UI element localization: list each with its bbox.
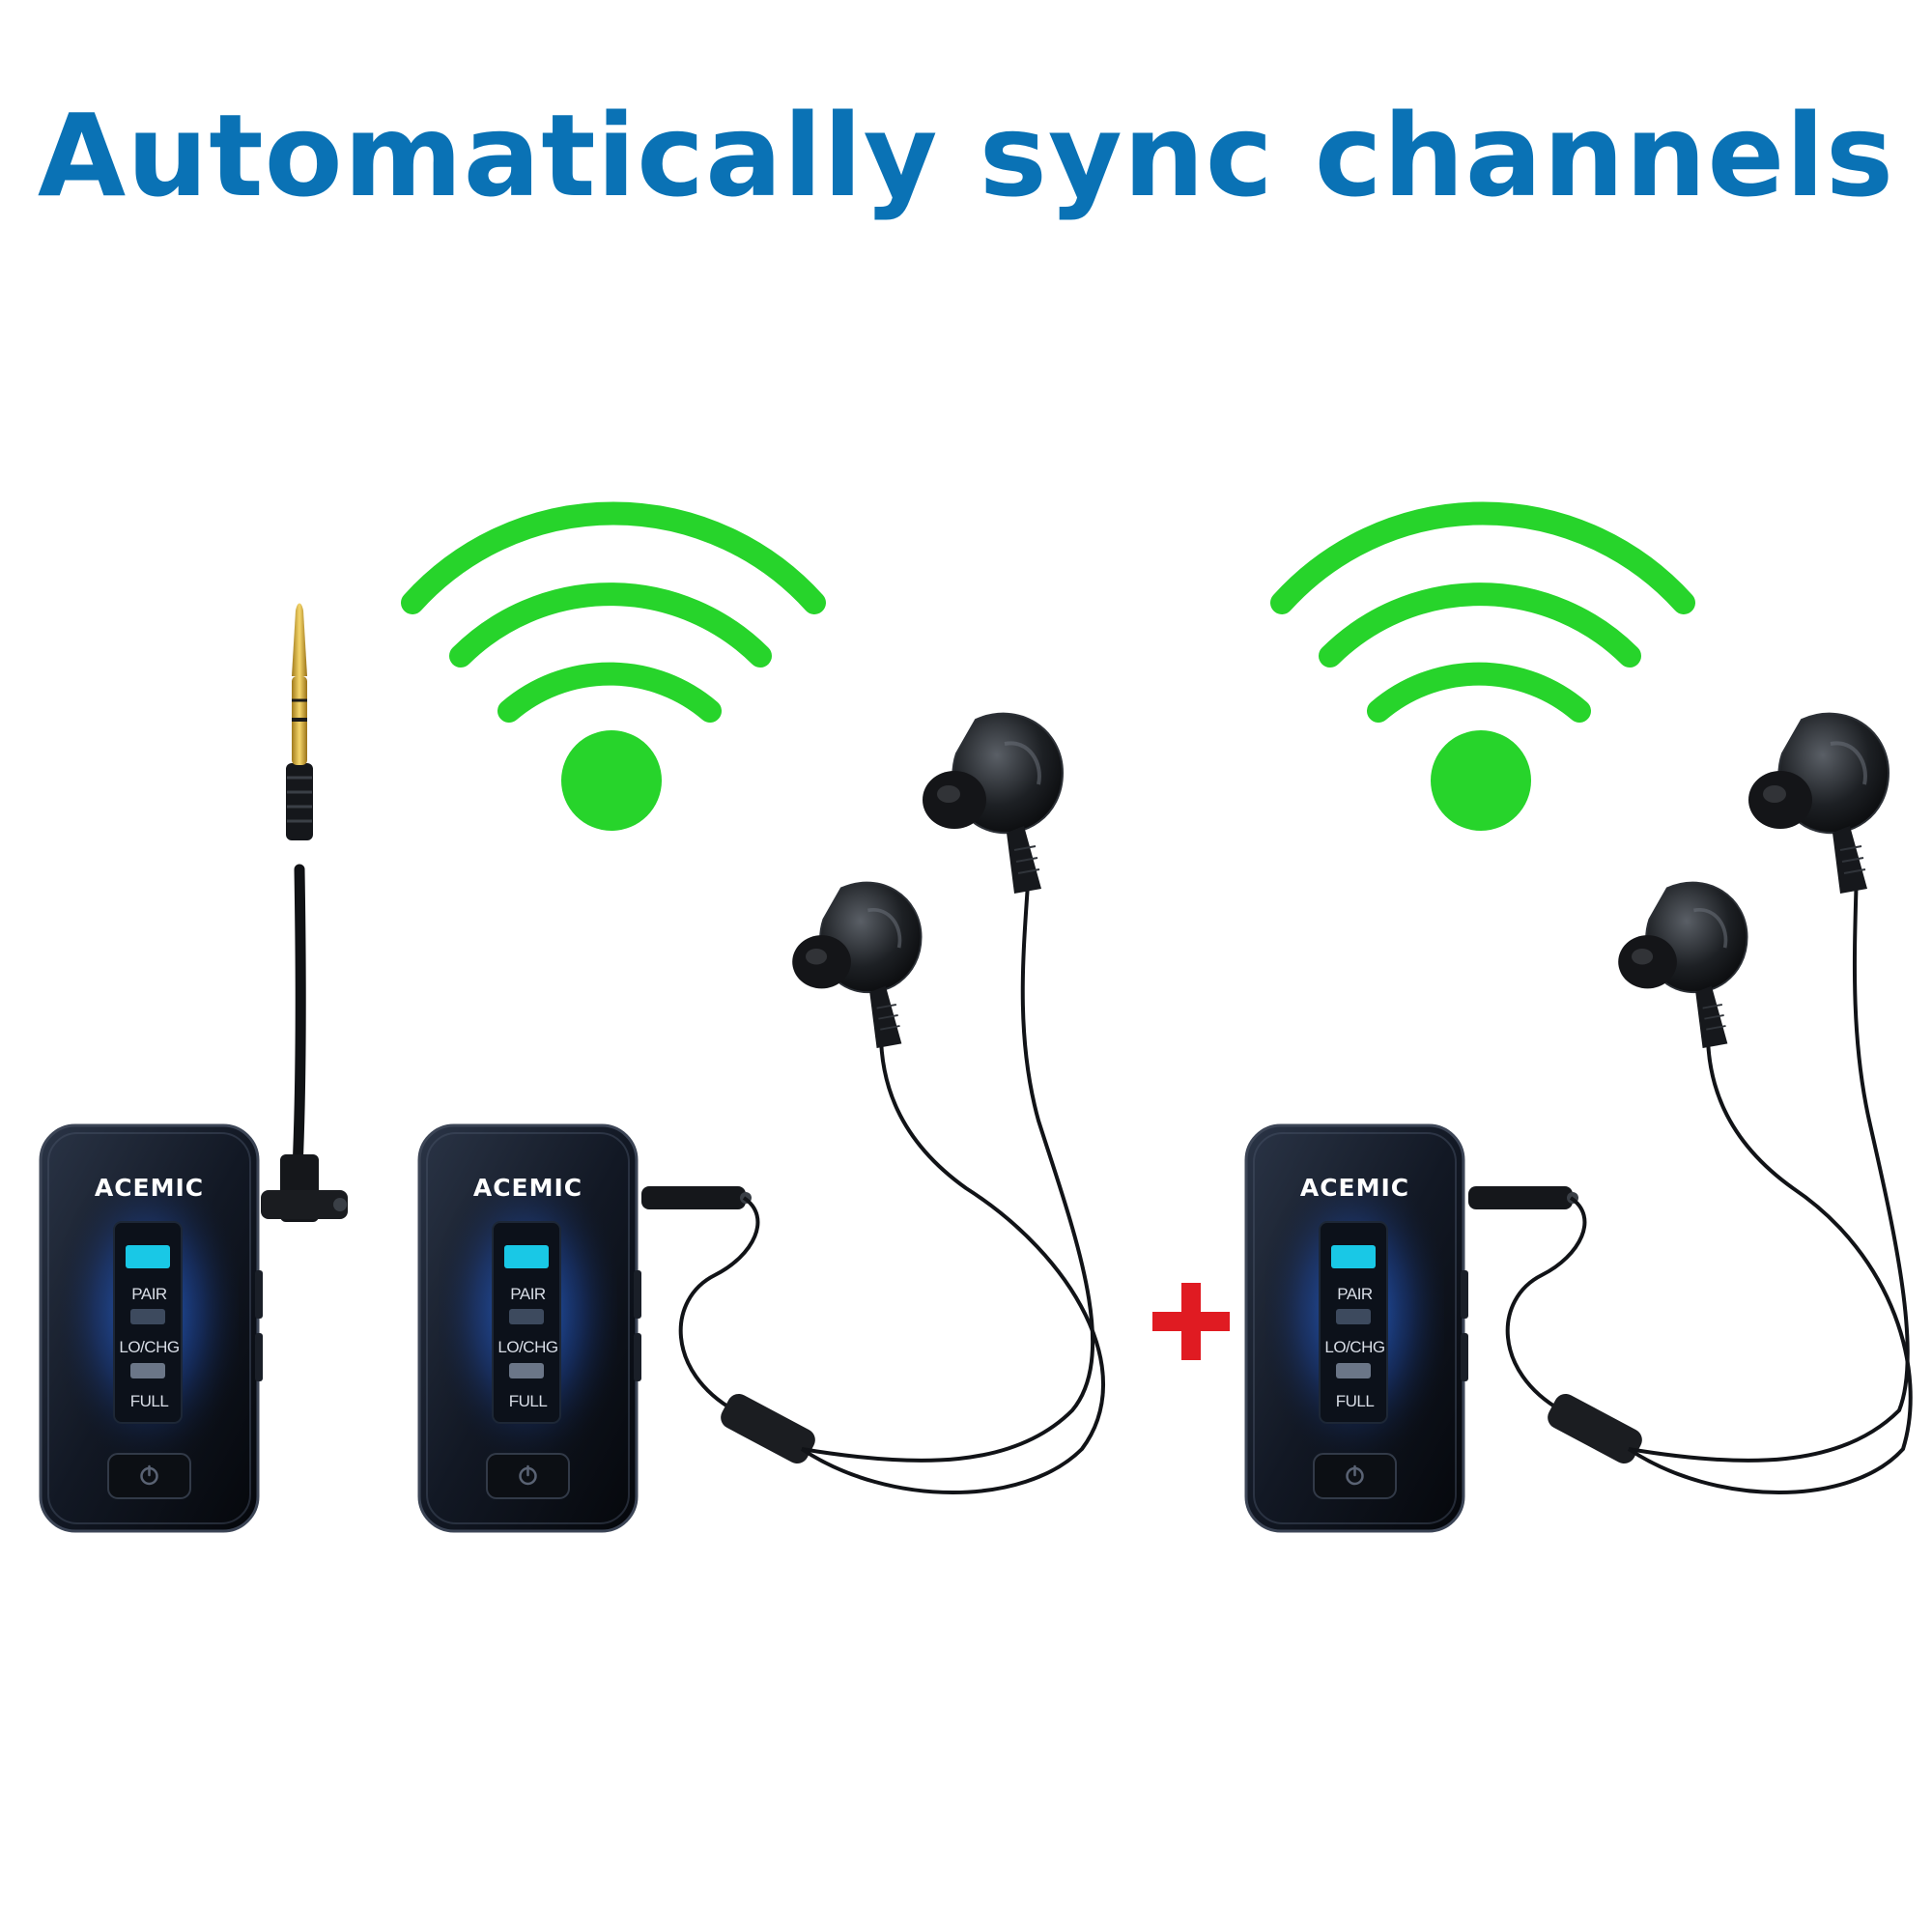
wireless-signal-icon-right [1270, 501, 1695, 831]
receiver-device-1: ACEMIC PAIR LO/CHG FULL [417, 1123, 643, 1533]
wireless-signal-icon-left [401, 501, 826, 831]
lo-chg-led-label: LO/CHG [497, 1338, 557, 1356]
full-led-label: FULL [130, 1392, 169, 1410]
earphones-1 [641, 711, 1106, 1494]
pair-led-label: PAIR [131, 1285, 167, 1303]
transmitter-device: ACEMIC PAIR LO/CHG FULL [39, 1123, 265, 1533]
full-led-label: FULL [509, 1392, 548, 1410]
full-led-label: FULL [1336, 1392, 1375, 1410]
pair-led-label: PAIR [510, 1285, 546, 1303]
lo-chg-led-label: LO/CHG [119, 1338, 179, 1356]
brand-logo: ACEMIC [95, 1174, 204, 1202]
plus-icon [1152, 1283, 1230, 1360]
receiver-device-2: ACEMIC PAIR LO/CHG FULL [1244, 1123, 1470, 1533]
pair-led-label: PAIR [1337, 1285, 1373, 1303]
brand-logo: ACEMIC [1300, 1174, 1409, 1202]
lo-chg-led-label: LO/CHG [1324, 1338, 1384, 1356]
earphones-2 [1468, 711, 1913, 1494]
audio-jack-cable [261, 603, 348, 1222]
brand-logo: ACEMIC [473, 1174, 582, 1202]
headline: Automatically sync channels [37, 89, 1895, 222]
